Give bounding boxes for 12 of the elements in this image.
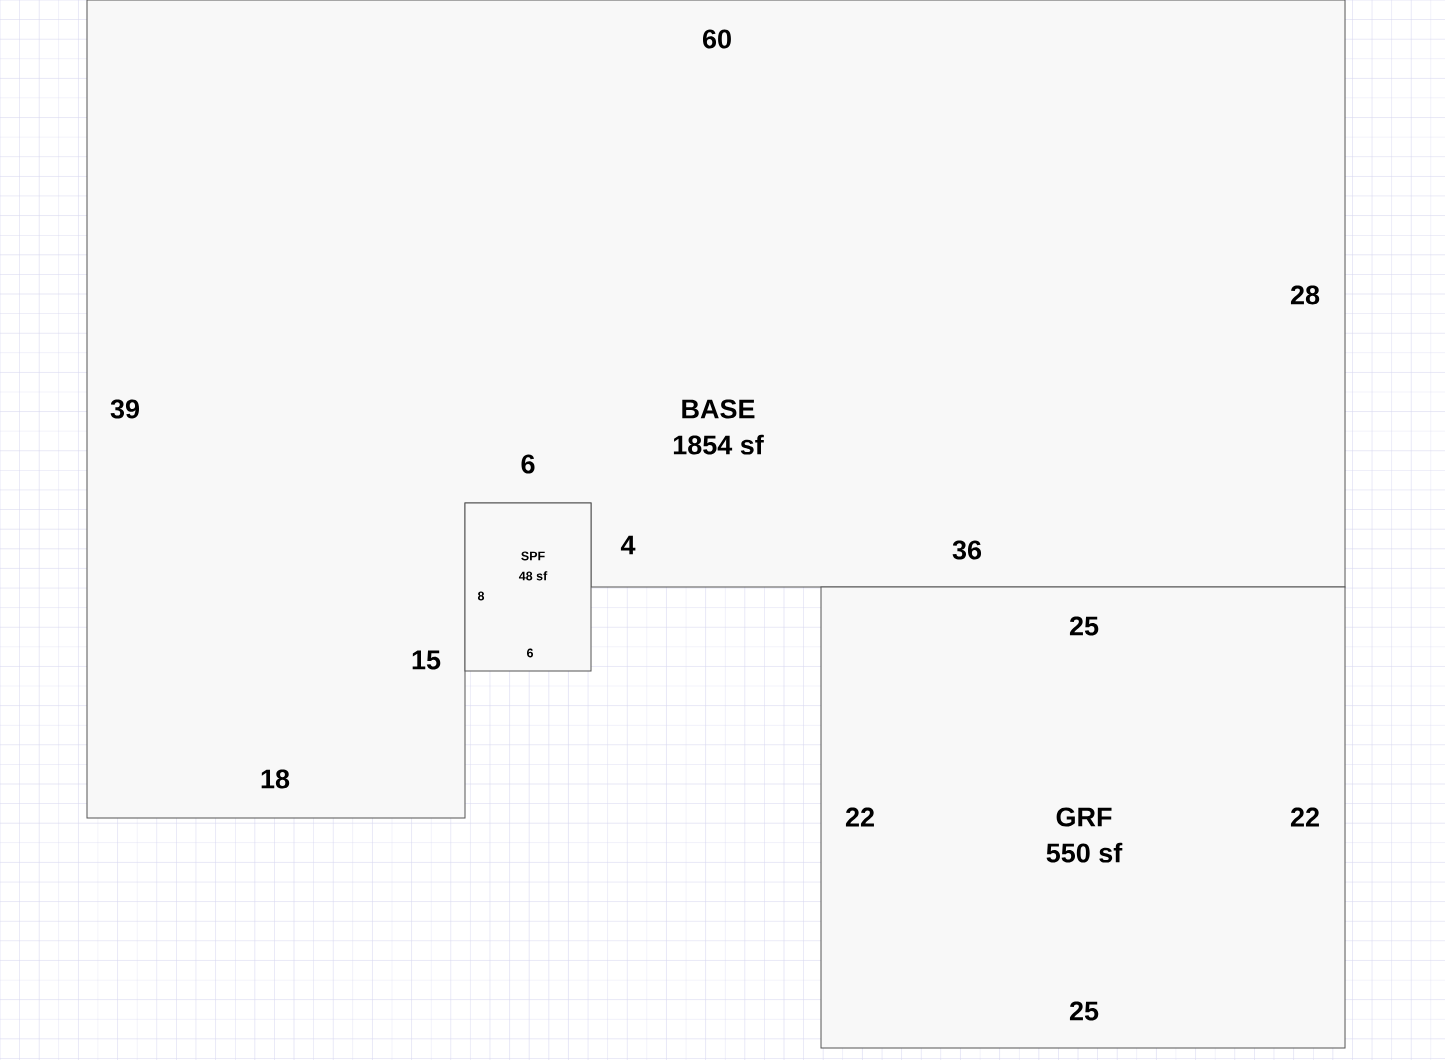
dimension-label: 25 [1069,1001,1099,1021]
dimension-label: 39 [110,399,139,419]
dimension-label: 18 [261,769,290,789]
dimension-label: 8 [477,591,485,601]
dimension-label: 25 [1069,616,1099,636]
dimension-label: 60 [703,29,731,49]
dimension-label: 6 [527,648,533,658]
dimension-label: 4 [620,535,636,555]
dimension-label: 6 [521,454,535,474]
dimension-label: 28 [1290,285,1320,305]
dimension-label: 36 [952,540,982,560]
dimension-label: 15 [412,650,441,670]
